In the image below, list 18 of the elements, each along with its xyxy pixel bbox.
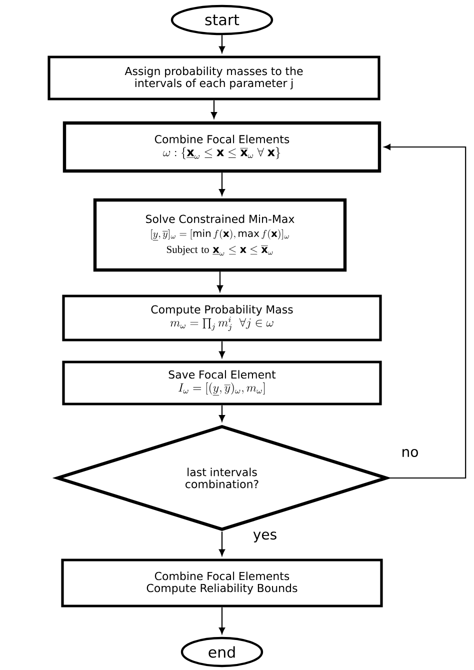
arrow <box>218 35 225 53</box>
arrow <box>210 100 217 119</box>
process-box: Combine Focal Elements Compute Reliability Bounds <box>61 558 383 608</box>
process-box: Solve Constrained Min-Max $[\underline{y}, \overline{y}]_{\omega} = [\min f(\mathbf{x}), \max f(\mathbf{x})]_{\omega}$ Subject to $\underline{\mathbf{x}}_{\omega} \leq \mathbf{x} \leq \overline{\mathbf{x}}_{\omega}$ <box>93 198 347 272</box>
edge-label: yes <box>252 530 278 544</box>
process-box: Combine Focal Elements $\omega : \{ \underline{\mathbf{x}}_{\omega} \leq \mathbf{x} \leq \overline{\mathbf{x}}_{\omega} \; \forall \; \mathbf{x} \}$ <box>62 121 382 173</box>
process-box: Compute Probability Mass $m_{\omega} = \prod_{j} m^{i}_{j} \;\; \forall j \in \omega$ <box>62 294 382 342</box>
terminal-oval: start <box>170 4 274 36</box>
arrow <box>218 607 225 634</box>
process-box: Assign probability masses to the intervals of each parameter j <box>48 56 380 100</box>
arrow <box>218 172 225 196</box>
arrow <box>384 144 466 479</box>
arrow <box>218 341 225 358</box>
arrow <box>216 272 223 292</box>
arrow <box>218 405 225 422</box>
process-box: Save Focal Element $I_{\omega} = [(\underline{y}, \overline{y})_{\omega}, m_{\omega}]$ <box>62 360 382 406</box>
terminal-oval: end <box>180 636 264 668</box>
arrow <box>218 532 225 556</box>
